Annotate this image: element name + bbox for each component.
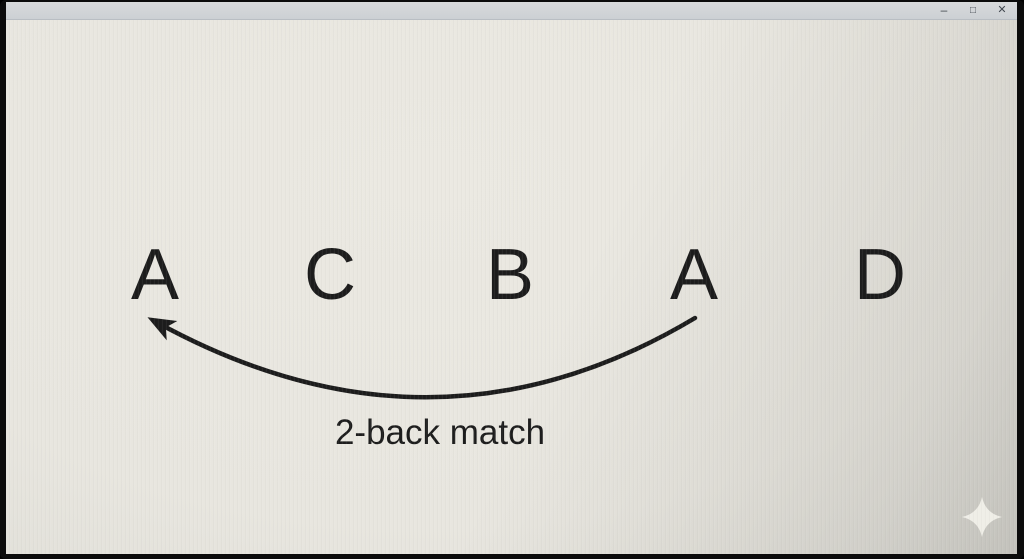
window-controls: – □ ✕ [934, 3, 1012, 19]
sequence-letter-1: A [130, 235, 180, 315]
sequence-letter-2: C [304, 235, 356, 315]
app-window: – □ ✕ A C B A D [6, 2, 1017, 554]
close-button[interactable]: ✕ [992, 3, 1012, 19]
slide-canvas: A C B A D 2-back match [6, 20, 1017, 554]
arrow-label: 2-back match [334, 413, 546, 452]
restore-icon: □ [969, 4, 977, 16]
sequence-letter-4: A [669, 235, 719, 315]
sequence-letter-5: D [854, 235, 906, 315]
sparkle-icon [961, 496, 1003, 538]
minimize-button[interactable]: – [934, 3, 954, 19]
minimize-icon: – [940, 2, 948, 17]
sequence-letter-3: B [485, 235, 535, 315]
close-icon: ✕ [997, 4, 1007, 16]
window-titlebar: – □ ✕ [6, 2, 1017, 20]
restore-button[interactable]: □ [963, 3, 983, 19]
